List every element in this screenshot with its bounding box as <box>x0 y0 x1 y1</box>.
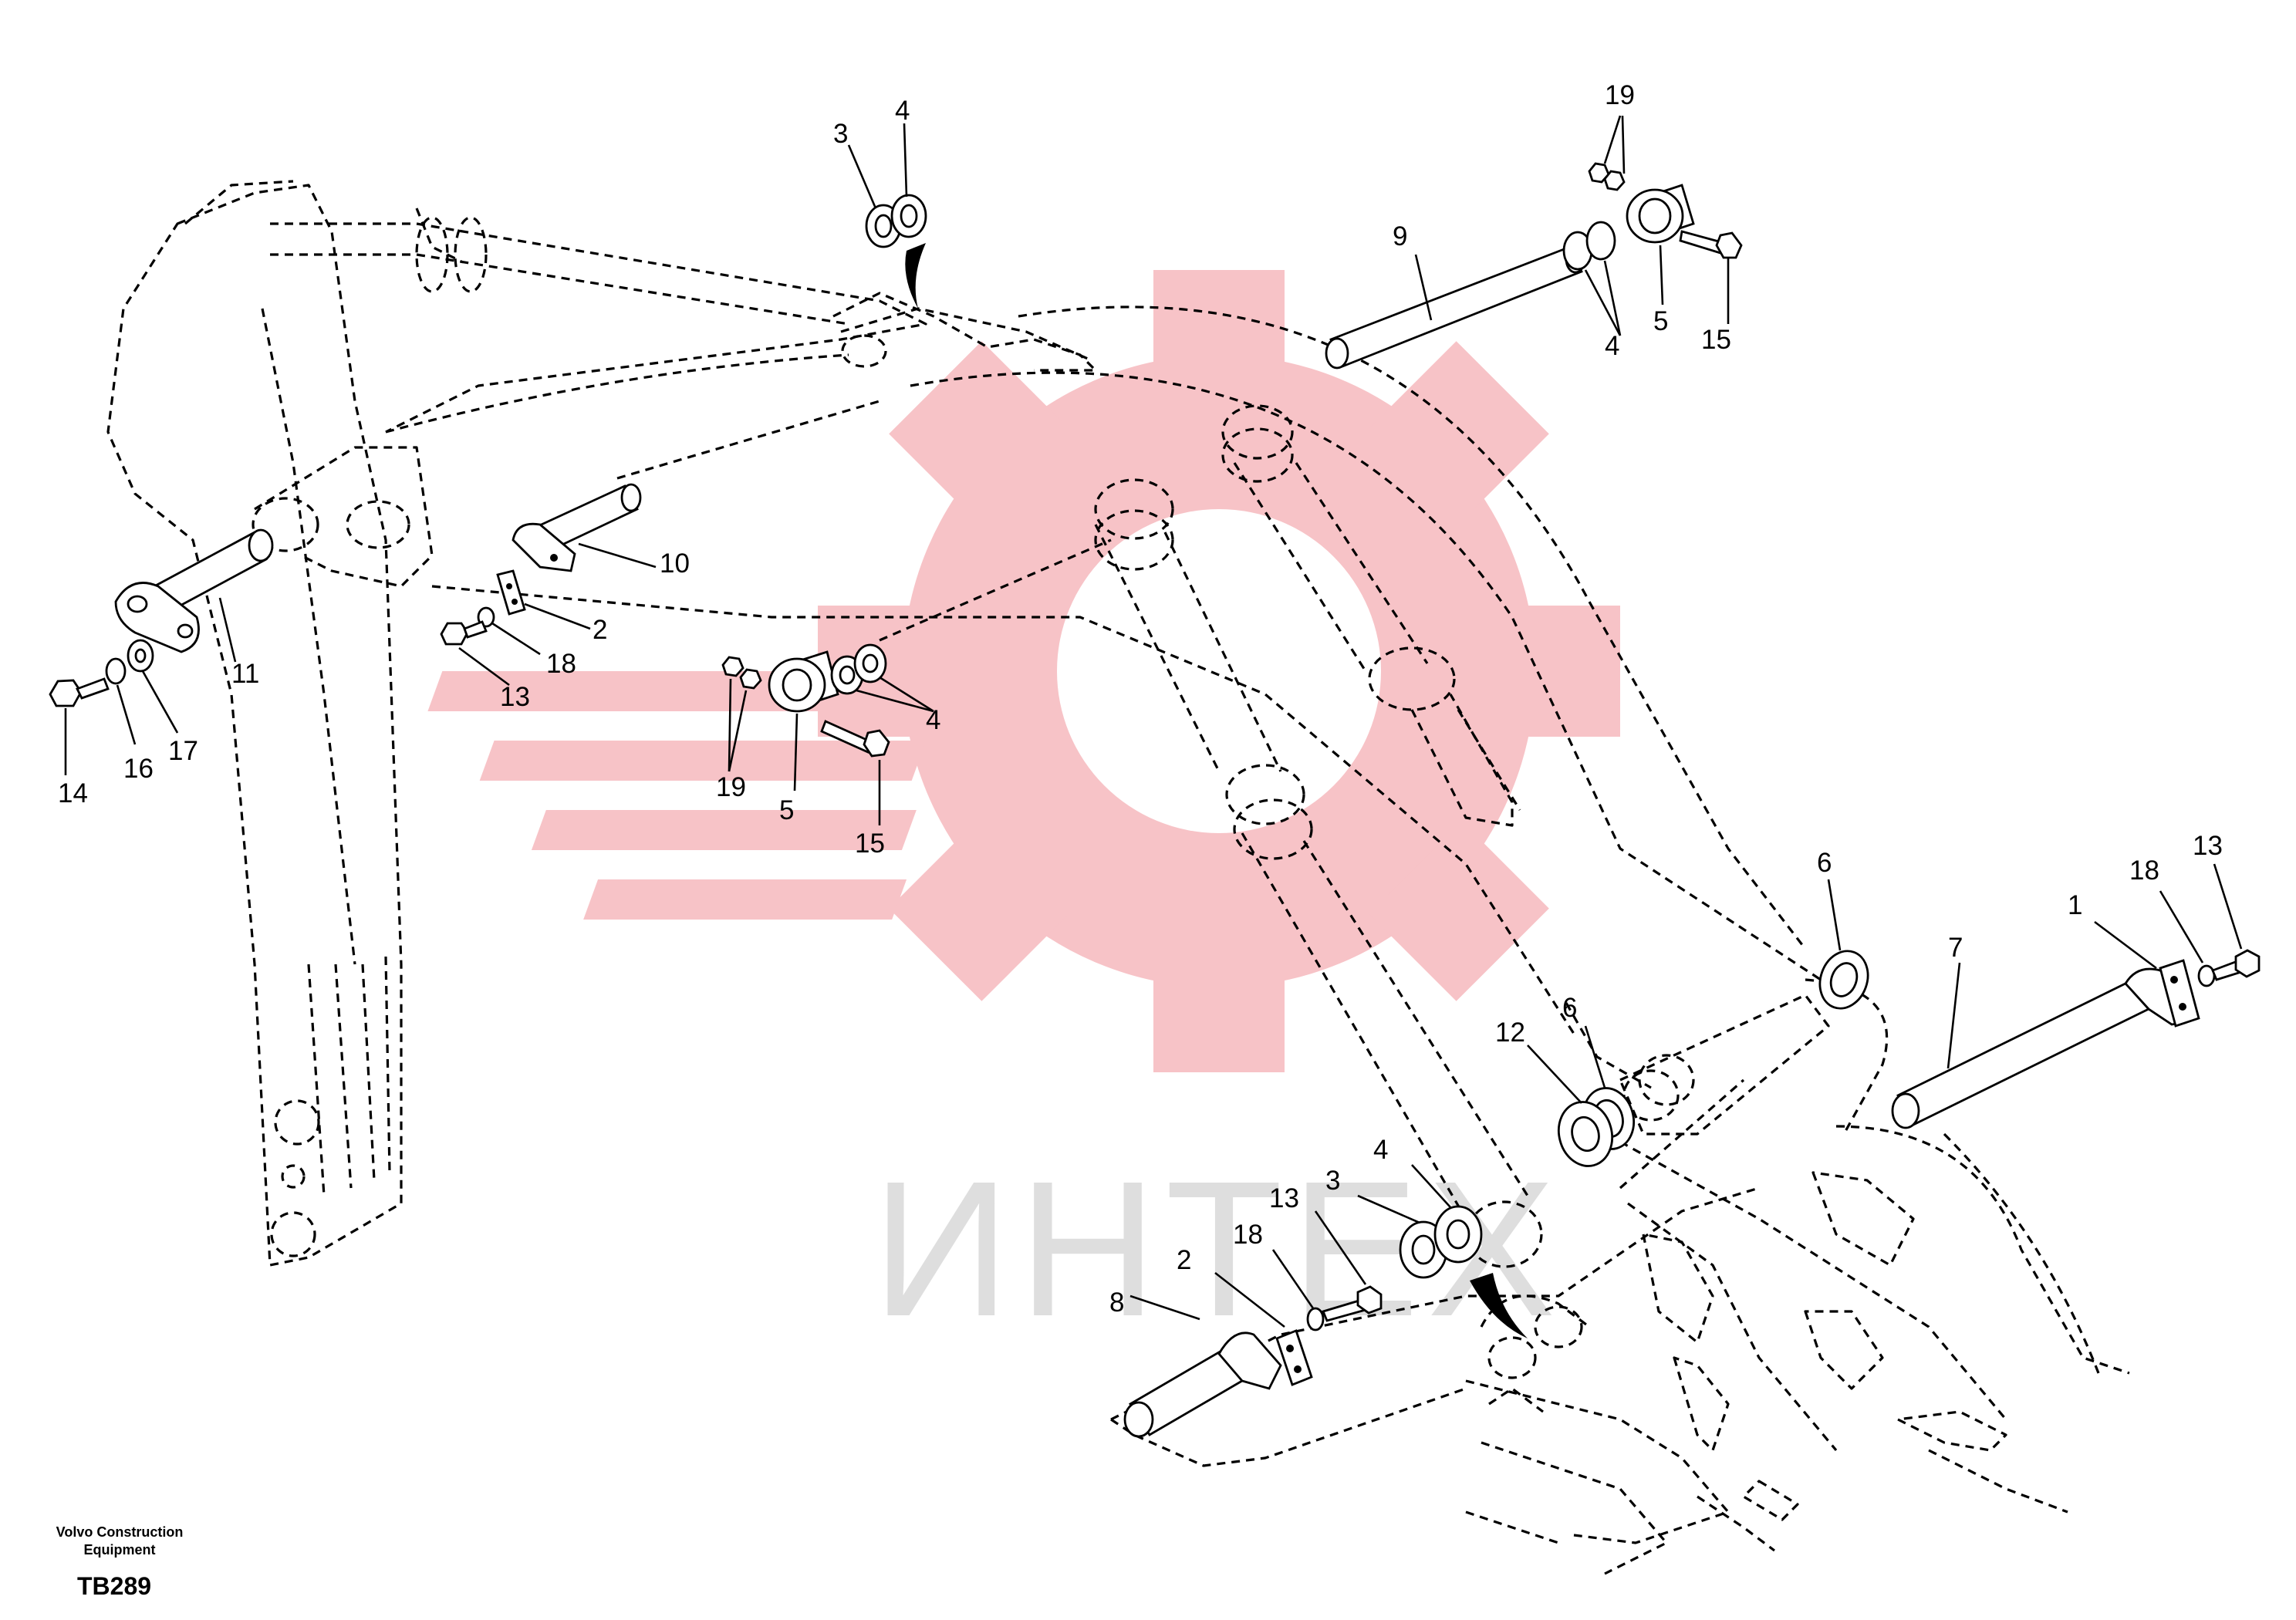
callout-2: 2 <box>593 615 607 645</box>
brand-line-2: Equipment <box>83 1542 156 1558</box>
part-10-pin <box>512 483 642 572</box>
part-2-plate-b <box>1275 1329 1313 1386</box>
callout-6: 6 <box>1817 848 1832 878</box>
part-5-collar <box>1626 184 1695 244</box>
leader-lines <box>64 115 2243 1328</box>
pointer-arrow-top <box>905 243 926 309</box>
brand-line-1: Volvo Construction <box>56 1524 184 1540</box>
part-14-bolt <box>49 677 110 707</box>
callout-4: 4 <box>1373 1135 1388 1165</box>
callout-10: 10 <box>660 548 690 579</box>
part-7-pin <box>1891 967 2193 1129</box>
callout-1: 1 <box>2068 890 2082 920</box>
callout-2: 2 <box>1177 1245 1191 1275</box>
watermark-logo: ИНТЕХ <box>427 270 1620 1356</box>
part-1-plate <box>2159 959 2200 1028</box>
callout-4: 4 <box>895 96 910 126</box>
callout-18: 18 <box>2129 856 2159 886</box>
callout-13: 13 <box>500 682 530 712</box>
part-8-pin <box>1123 1331 1282 1438</box>
callout-labels: 3 4 9 19 4 5 15 10 2 18 13 11 17 16 14 1… <box>58 80 2223 1318</box>
part-15-bolt-b <box>820 720 890 758</box>
callout-6: 6 <box>1562 993 1577 1023</box>
part-13-bolt-c <box>2211 949 2261 981</box>
callout-9: 9 <box>1393 221 1407 251</box>
callout-13: 13 <box>2193 831 2223 861</box>
callout-7: 7 <box>1948 933 1963 963</box>
part-11-pin <box>114 528 274 653</box>
excavator-outline <box>106 180 2130 1575</box>
part-16-washer <box>105 657 127 685</box>
brand-caption: Volvo Construction Equipment <box>31 1524 208 1559</box>
part-13-bolt-b <box>1322 1285 1383 1322</box>
callout-17: 17 <box>168 736 198 766</box>
callout-4: 4 <box>926 705 940 735</box>
callout-19: 19 <box>1605 80 1635 110</box>
callout-5: 5 <box>779 795 794 825</box>
part-18-washer-c <box>2197 964 2216 987</box>
callout-16: 16 <box>123 754 154 784</box>
callout-3: 3 <box>833 119 848 149</box>
callout-19: 19 <box>716 772 746 802</box>
callout-3: 3 <box>1325 1166 1340 1196</box>
parts-layer <box>49 162 2261 1438</box>
part-15-bolt <box>1679 230 1743 259</box>
callout-18: 18 <box>546 649 576 679</box>
callout-15: 15 <box>855 829 885 859</box>
part-13-bolt <box>440 620 488 646</box>
part-19-nut-b <box>721 656 745 677</box>
callout-13: 13 <box>1269 1183 1299 1213</box>
callout-5: 5 <box>1653 306 1668 336</box>
callout-12: 12 <box>1495 1018 1525 1048</box>
diagram-code: TB289 <box>77 1572 152 1600</box>
speed-stripes <box>427 671 937 920</box>
callout-15: 15 <box>1701 325 1731 355</box>
pointer-arrow-bottom <box>1470 1273 1528 1338</box>
callout-8: 8 <box>1109 1288 1124 1318</box>
callout-18: 18 <box>1233 1220 1263 1250</box>
part-5-collar-b <box>768 650 839 713</box>
callout-4: 4 <box>1605 331 1619 361</box>
callout-14: 14 <box>58 778 88 808</box>
callout-11: 11 <box>231 659 259 689</box>
part-18-washer-b <box>1306 1307 1325 1331</box>
part-2-plate <box>496 569 526 616</box>
